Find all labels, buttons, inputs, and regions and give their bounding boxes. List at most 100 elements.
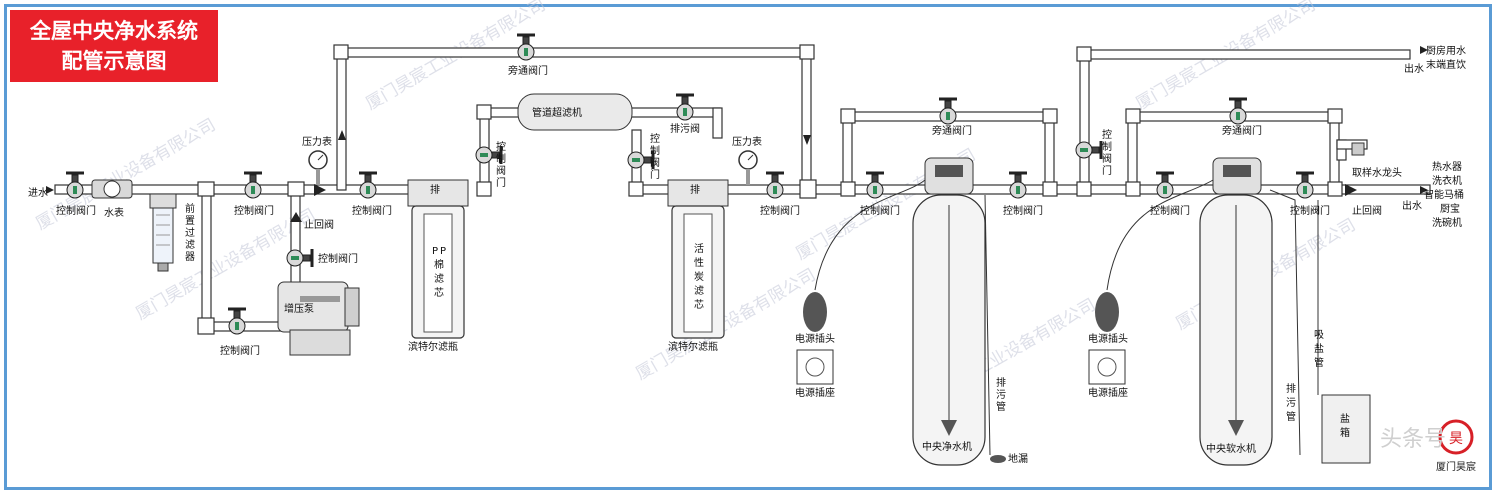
pipe-fittings xyxy=(197,44,1343,335)
arrow-up-icon xyxy=(338,130,346,140)
logo-text: 厦门昊宸 xyxy=(1436,460,1476,473)
floor-drain-icon xyxy=(990,455,1006,463)
ball-valve-icon xyxy=(1156,171,1174,199)
ball-valve-icon xyxy=(1296,171,1314,199)
prefilter-char: 器 xyxy=(185,251,195,263)
power-plug-icon xyxy=(1095,292,1119,332)
valve-symbols xyxy=(66,33,1314,335)
drain-pipe-2-char: 污 xyxy=(1286,397,1296,409)
prefilter-char: 过 xyxy=(185,226,195,239)
power-plug-icon xyxy=(803,292,827,332)
valve-pump-up-label: 控制阀门 xyxy=(318,252,358,265)
power-socket-2-label: 电源插座 xyxy=(1088,386,1128,399)
inlet-valve-label: 控制阀门 xyxy=(56,204,96,217)
prefilter-icon xyxy=(149,193,177,272)
pp-char: P xyxy=(432,246,438,257)
watermark: 厦门昊宸工业设备有限公司 xyxy=(633,265,820,384)
pp-filter-housing xyxy=(407,179,469,339)
pressure-gauge-1-label: 压力表 xyxy=(302,135,332,148)
softener-vessel xyxy=(1199,157,1273,466)
pp-char: 滤 xyxy=(434,272,444,285)
ctrl-v2-char: 制 xyxy=(650,144,660,157)
svg-text:昊: 昊 xyxy=(1449,431,1463,447)
bypass-1-label: 旁通阀门 xyxy=(508,64,548,77)
carbon-char: 炭 xyxy=(694,271,704,283)
valve-e-label: 控制阀门 xyxy=(1003,204,1043,217)
valve-f-label: 控制阀门 xyxy=(1150,204,1190,217)
kitchen-outlet-2: 末端直饮 xyxy=(1426,58,1466,71)
salt-tank-char: 盐 xyxy=(1340,412,1350,425)
diagram-title-box: 全屋中央净水系统 配管示意图 xyxy=(10,10,218,82)
drain-valve-label: 排污阀 xyxy=(670,122,700,135)
central-purifier-label: 中央净水机 xyxy=(922,440,972,453)
kitchen-outlet-label: 出水 xyxy=(1404,62,1424,75)
salt-tank-char: 箱 xyxy=(1340,426,1350,439)
ball-valve-icon xyxy=(244,171,262,199)
power-socket-icon xyxy=(796,349,834,385)
pp-char: 棉 xyxy=(434,258,444,271)
check-valve-b-label: 止回阀 xyxy=(1352,204,1382,217)
power-socket-icon xyxy=(1088,349,1126,385)
arrow-right-icon xyxy=(1420,186,1428,194)
arrow-right-icon xyxy=(46,186,54,194)
housing-1-label: 滨特尔滤瓶 xyxy=(408,340,458,353)
booster-pump-label: 增压泵 xyxy=(284,302,314,315)
valve-pump-in-label: 控制阀门 xyxy=(220,344,260,357)
check-valve-icon xyxy=(314,184,326,196)
company-logo: 昊 厦门昊宸 xyxy=(1436,419,1476,473)
ball-valve-icon xyxy=(766,171,784,199)
valve-g-label: 控制阀门 xyxy=(1290,204,1330,217)
ball-valve-icon xyxy=(866,171,884,199)
diagram-subtitle: 配管示意图 xyxy=(61,49,167,73)
drain-pipe-2-char: 排 xyxy=(1286,382,1296,395)
housing-2-label: 滨特尔滤瓶 xyxy=(668,340,718,353)
valve-b-label: 控制阀门 xyxy=(352,204,392,217)
ball-valve-icon xyxy=(676,93,694,121)
prefilter-char: 滤 xyxy=(185,238,195,251)
diagram-title: 全屋中央净水系统 xyxy=(30,19,198,43)
valve-a-label: 控制阀门 xyxy=(234,204,274,217)
carbon-char: 滤 xyxy=(694,284,704,297)
ctrl-v1-char: 控 xyxy=(496,140,506,153)
valve-d-label: 控制阀门 xyxy=(860,204,900,217)
end-use: 洗衣机 xyxy=(1432,174,1462,187)
pp-char: P xyxy=(440,246,446,257)
ball-valve-icon xyxy=(359,171,377,199)
ball-valve-icon xyxy=(517,33,535,61)
ball-valve-icon xyxy=(228,307,246,335)
brine-pipe-char: 吸 xyxy=(1314,330,1324,341)
ctrl-v2-char: 控 xyxy=(650,132,660,145)
ctrl-v1-char: 阀 xyxy=(496,164,506,177)
bypass-3-label: 旁通阀门 xyxy=(1222,124,1262,137)
ctrl-v3-char: 阀 xyxy=(1102,152,1112,165)
ctrl-v2-char: 门 xyxy=(650,168,660,181)
carbon-char: 活 xyxy=(694,243,704,255)
ctrl-v2-char: 阀 xyxy=(650,156,660,169)
ball-valve-icon xyxy=(1009,171,1027,199)
source-mark: 头条号 xyxy=(1380,427,1446,452)
sampling-tap-label: 取样水龙头 xyxy=(1352,166,1402,179)
sampling-tap-icon xyxy=(1351,142,1365,156)
ctrl-v1-char: 制 xyxy=(496,152,506,165)
arrow-down-icon xyxy=(803,135,811,145)
ball-valve-icon xyxy=(939,97,957,125)
central-purifier-vessel xyxy=(912,157,986,466)
cables xyxy=(814,179,1301,456)
ball-valve-icon xyxy=(286,249,314,267)
salt-tank xyxy=(1317,200,1371,464)
flow-arrows xyxy=(46,46,1428,222)
check-valve-icon xyxy=(290,212,302,222)
bypass-2-label: 旁通阀门 xyxy=(932,124,972,137)
water-meter-label: 水表 xyxy=(104,206,124,219)
pressure-gauge-icon xyxy=(308,150,328,185)
ball-valve-icon xyxy=(475,146,503,164)
kitchen-outlet-1: 厨房用水 xyxy=(1426,44,1466,57)
drain-mark: 排 xyxy=(430,183,440,196)
prefilter-char: 前 xyxy=(185,202,195,215)
valve-c-label: 控制阀门 xyxy=(760,204,800,217)
end-use: 智能马桶 xyxy=(1424,188,1464,201)
ball-valve-icon xyxy=(1229,97,1247,125)
uf-unit-label: 管道超滤机 xyxy=(532,106,582,119)
end-use: 洗碗机 xyxy=(1432,216,1462,229)
check-valve-icon xyxy=(1345,184,1357,196)
